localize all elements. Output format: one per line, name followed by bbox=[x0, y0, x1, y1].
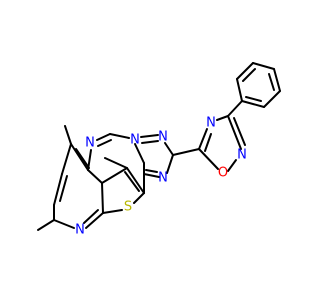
bond-pyridine-1 bbox=[61, 143, 72, 175]
bond-pyridine-8 bbox=[87, 169, 103, 184]
bond-pyrimidine-1 bbox=[104, 157, 128, 169]
bond-phenyl-2b bbox=[242, 68, 256, 82]
bond-phenyl-2 bbox=[236, 62, 254, 80]
bond-pyrimidine-3 bbox=[96, 133, 111, 141]
bond-oxadiazole-4 bbox=[227, 159, 237, 172]
bond-oxadiazole-3 bbox=[227, 115, 242, 150]
bond-phenyl-6 bbox=[241, 100, 265, 108]
bond-pyridine-3 bbox=[53, 173, 63, 206]
bond-triazole-1b bbox=[141, 140, 159, 144]
atom-n-triazole-bottom: N bbox=[158, 171, 168, 186]
bond-pyridine-6 bbox=[85, 212, 104, 229]
bond-ring-link bbox=[172, 148, 200, 156]
bond-triazole-4 bbox=[143, 173, 160, 178]
bond-phenyl-5 bbox=[263, 90, 281, 108]
bond-phenyl-3 bbox=[252, 62, 275, 70]
bond-pyrimidine-3b bbox=[97, 139, 112, 147]
molecule-structure: N N S N N N N O N bbox=[37, 62, 281, 238]
bond-pyridine-5 bbox=[53, 219, 75, 229]
bond-oxadiazole-2 bbox=[216, 115, 229, 121]
bond-triazole-4b bbox=[145, 169, 158, 173]
bond-pyridine-2 bbox=[70, 143, 89, 171]
bond-phenyl-link bbox=[227, 100, 243, 117]
bond-pyridine-2b bbox=[75, 148, 90, 169]
bond-thiophene-3b bbox=[124, 171, 140, 192]
atom-labels: N N S N N N N O N bbox=[75, 116, 247, 238]
atom-n-oxadiazole-bottom: N bbox=[237, 148, 247, 163]
atom-n-triazole-bridge: N bbox=[130, 133, 140, 148]
bond-pyridine-3b bbox=[59, 175, 68, 202]
molecule-canvas: N N S N N N N O N bbox=[37, 62, 281, 238]
bond-methyl-top bbox=[64, 125, 72, 145]
bonds bbox=[37, 62, 281, 231]
bond-triazole-3 bbox=[166, 154, 174, 174]
bond-thiophene-1 bbox=[102, 209, 123, 214]
bond-pyridine-7 bbox=[101, 182, 104, 214]
bond-triazole-1 bbox=[140, 134, 159, 138]
bond-oxadiazole-5 bbox=[198, 148, 219, 170]
bond-thiophene-2 bbox=[133, 192, 145, 204]
bond-phenyl-4 bbox=[273, 68, 281, 92]
atom-o-oxadiazole: O bbox=[218, 166, 228, 181]
atom-n-oxadiazole-top: N bbox=[206, 116, 216, 131]
bond-phenyl-4b bbox=[268, 73, 275, 91]
atom-n-triazole-top: N bbox=[158, 130, 168, 145]
bond-thiophene-3 bbox=[126, 167, 145, 194]
bond-pyridine-6b bbox=[83, 209, 99, 224]
bond-oxadiazole-1 bbox=[198, 128, 208, 150]
bond-pyrimidine-4 bbox=[109, 133, 130, 139]
bond-pyrimidine-5 bbox=[134, 143, 145, 164]
bond-thiophene-4 bbox=[101, 167, 128, 184]
bond-phenyl-1 bbox=[236, 78, 243, 102]
bond-triazole-2 bbox=[164, 142, 174, 156]
atom-s-thiophene: S bbox=[124, 200, 132, 215]
atom-n-pyrimidine: N bbox=[85, 136, 95, 151]
atom-n-pyridine: N bbox=[75, 223, 85, 238]
bond-phenyl-6b bbox=[245, 96, 262, 102]
bond-oxadiazole-3b bbox=[233, 117, 246, 146]
bond-oxadiazole-1b bbox=[204, 133, 212, 152]
bond-pyrimidine-2 bbox=[87, 149, 92, 171]
bond-methyl-bottom bbox=[37, 219, 55, 231]
